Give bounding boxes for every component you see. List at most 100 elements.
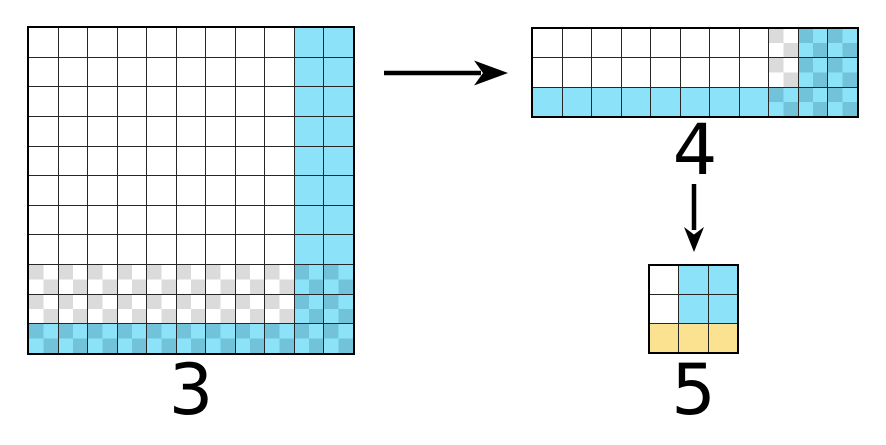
grid-cell-white [88, 205, 117, 235]
grid-cell-white [651, 29, 680, 58]
grid-cell-white [117, 28, 147, 57]
grid-cell-white [206, 235, 235, 265]
grid-cell-white [176, 116, 206, 146]
grid-cell-white [58, 57, 88, 87]
grid-cell-white [117, 116, 147, 146]
grid-cell-cyan [679, 266, 708, 294]
grid-cell-white [58, 146, 88, 176]
grid-cell-white [176, 146, 206, 176]
grid-cell-white [265, 176, 294, 205]
grid-cell-white [88, 235, 117, 265]
grid-cell-white [88, 28, 117, 57]
grid-step-3 [27, 26, 355, 355]
step-label-4: 4 [672, 109, 718, 191]
grid-cell-white [739, 58, 769, 87]
grid-cell-cyan-check [798, 87, 828, 116]
grid-cell-white [117, 146, 147, 176]
grid-cell-cyan [294, 205, 324, 235]
grid-cell-white [206, 57, 235, 87]
grid-cell-cyan [324, 146, 353, 176]
grid-cell-white [265, 235, 294, 265]
grid-cell-white [533, 58, 562, 87]
grid-cell-cyan-check [828, 58, 857, 87]
grid-cell-white [29, 146, 58, 176]
grid-cell-cyan-check [117, 324, 147, 353]
grid-cell-cyan [621, 87, 651, 116]
grid-cell-white [58, 205, 88, 235]
grid-cell-gray-check [206, 265, 235, 294]
grid-cell-cyan [651, 87, 680, 116]
grid-cell-gray-check [206, 294, 235, 324]
grid-cell-white [117, 87, 147, 116]
grid-cell-white [592, 29, 621, 58]
grid-cell-white [650, 266, 679, 294]
grid-cell-cyan-check [828, 29, 857, 58]
grid-cell-gray-check [769, 29, 798, 58]
down-arrow-icon [684, 184, 704, 252]
grid-cell-white [176, 205, 206, 235]
grid-cell-white [235, 146, 265, 176]
grid-cell-gray-check [88, 294, 117, 324]
grid-cell-white [176, 235, 206, 265]
step-label-3: 3 [168, 348, 214, 431]
grid-cell-white [147, 28, 176, 57]
grid-cell-white [58, 235, 88, 265]
grid-cell-white [206, 146, 235, 176]
grid-cell-white [710, 29, 739, 58]
grid-cell-cyan [324, 176, 353, 205]
grid-cell-cyan-check [206, 324, 235, 353]
grid-cell-cyan-check [265, 324, 294, 353]
grid-cell-white [88, 87, 117, 116]
grid-cell-white [592, 58, 621, 87]
grid-cell-gray-check [147, 265, 176, 294]
grid-cell-white [206, 87, 235, 116]
grid-cell-white [235, 235, 265, 265]
grid-cell-gray-check [58, 294, 88, 324]
grid-cell-white [176, 176, 206, 205]
grid-cell-cyan [294, 57, 324, 87]
grid-cell-gray-check [147, 294, 176, 324]
grid-cell-white [265, 205, 294, 235]
grid-cell-cyan [562, 87, 592, 116]
grid-cell-cyan [679, 295, 708, 323]
grid-cell-white [147, 57, 176, 87]
grid-cell-cyan [294, 235, 324, 265]
grid-cell-white [176, 87, 206, 116]
grid-cell-white [147, 176, 176, 205]
grid-cell-gray-check [117, 294, 147, 324]
grid-cell-cyan [324, 57, 353, 87]
grid-cell-cyan-check [324, 324, 353, 353]
grid-cell-white [29, 176, 58, 205]
grid-cell-gray-check [235, 265, 265, 294]
grid-cell-white [235, 116, 265, 146]
grid-cell-white [562, 58, 592, 87]
grid-cell-cyan-check [88, 324, 117, 353]
grid-cell-yellow [708, 324, 737, 352]
grid-cell-white [650, 295, 679, 323]
grid-cell-white [206, 116, 235, 146]
grid-cell-white [147, 205, 176, 235]
grid-cell-cyan-check [294, 294, 324, 324]
grid-cell-gray-check [176, 265, 206, 294]
grid-cell-gray-check [235, 294, 265, 324]
grid-cell-white [88, 176, 117, 205]
grid-cell-cyan [324, 87, 353, 116]
grid-cell-cyan [739, 87, 769, 116]
grid-cell-gray-check [29, 294, 58, 324]
grid-cell-cyan [680, 87, 710, 116]
grid-cell-white [621, 29, 651, 58]
grid-cell-gray-check [29, 265, 58, 294]
right-arrow-icon [384, 60, 508, 86]
grid-cell-white [651, 58, 680, 87]
grid-cell-cyan [294, 87, 324, 116]
grid-cell-cyan [324, 235, 353, 265]
grid-cell-white [206, 205, 235, 235]
grid-cell-cyan-check [828, 87, 857, 116]
grid-cell-cyan-check [176, 324, 206, 353]
grid-cell-cyan [533, 87, 562, 116]
grid-cell-cyan [294, 176, 324, 205]
grid-cell-white [176, 28, 206, 57]
step-label-5: 5 [671, 348, 716, 431]
grid-cell-white [265, 116, 294, 146]
grid-cell-cyan-check [294, 265, 324, 294]
